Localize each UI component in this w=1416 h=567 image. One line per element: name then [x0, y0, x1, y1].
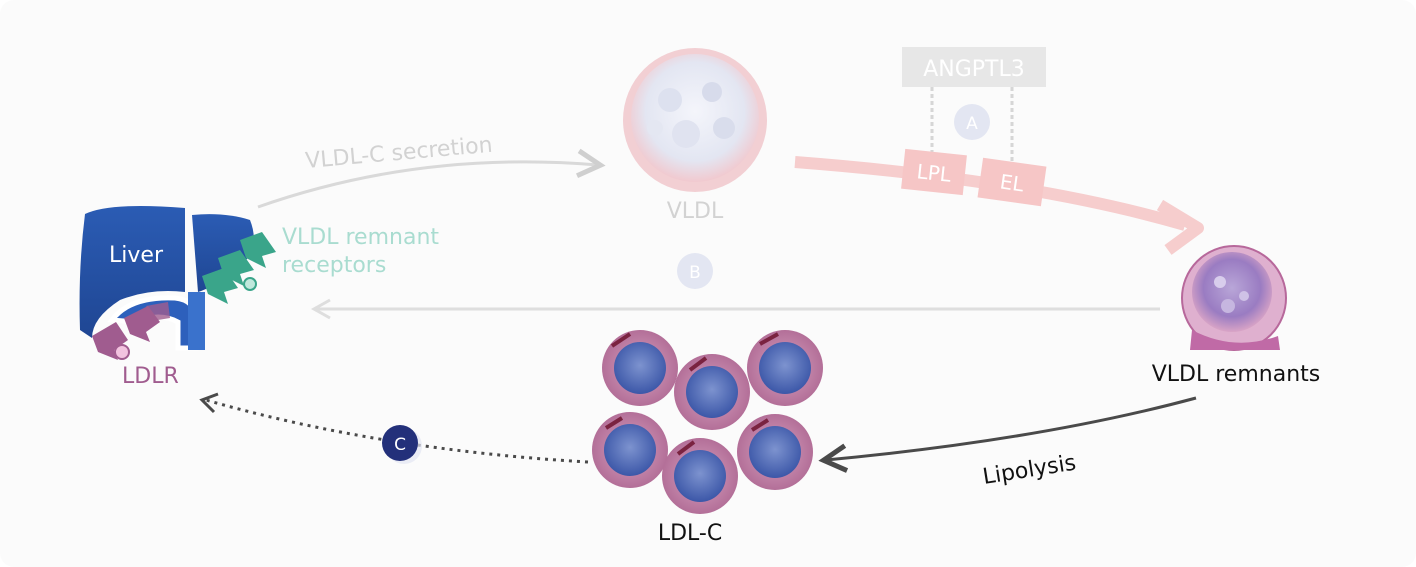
marker-c-label: C: [394, 435, 406, 455]
ldl-c-cluster: [592, 330, 823, 514]
marker-a: [954, 104, 990, 140]
liver-shape: [79, 206, 254, 351]
ldl-particle-icon: [114, 344, 130, 360]
marker-c: [382, 425, 418, 461]
angptl3-box: [902, 47, 1046, 87]
remnant-particle-icon: [243, 277, 257, 291]
ldl-particle: [747, 330, 823, 406]
ldl-uptake-arrowhead: [199, 392, 219, 414]
ldlr-label: LDLR: [122, 364, 179, 389]
marker-a-label: A: [966, 114, 978, 134]
ldl-c-label: LDL-C: [658, 521, 722, 546]
el-label: EL: [998, 169, 1026, 196]
ldl-particle: [662, 438, 738, 514]
marker-b: [677, 253, 713, 289]
vldl-remnant-receptors: [202, 232, 276, 304]
vldl-remnant-receptors-label-line2: receptors: [282, 253, 386, 278]
vldl-secretion-arrow: [257, 162, 598, 209]
vldl-remnants-label: VLDL remnants: [1152, 362, 1320, 387]
lipolysis-arrow: [826, 396, 1197, 460]
lpl-box: [901, 148, 967, 196]
vldl-to-remnant-arrowhead: [1156, 199, 1204, 255]
ldl-particle: [674, 354, 750, 430]
ldl-particle: [602, 330, 678, 406]
lipolysis-label: Lipolysis: [981, 451, 1078, 490]
lpl-label: LPL: [916, 159, 954, 187]
vldl-particle: [623, 48, 767, 192]
marker-b-label: B: [689, 263, 701, 283]
ldl-particle: [737, 414, 813, 490]
vldl-remnant-receptors-label-line1: VLDL remnant: [282, 225, 439, 250]
vldl-remnant-particle: [1181, 245, 1287, 351]
remnant-uptake-arrowhead: [310, 298, 331, 320]
el-box: [977, 157, 1047, 207]
ldlr-receptors: [92, 302, 170, 360]
angptl3-label: ANGPTL3: [923, 57, 1025, 82]
ldl-particle: [592, 412, 668, 488]
vldl-label: VLDL: [667, 199, 724, 224]
liver-label: Liver: [109, 243, 164, 268]
vldl-c-secretion-label: VLDL-C secretion: [304, 133, 493, 174]
